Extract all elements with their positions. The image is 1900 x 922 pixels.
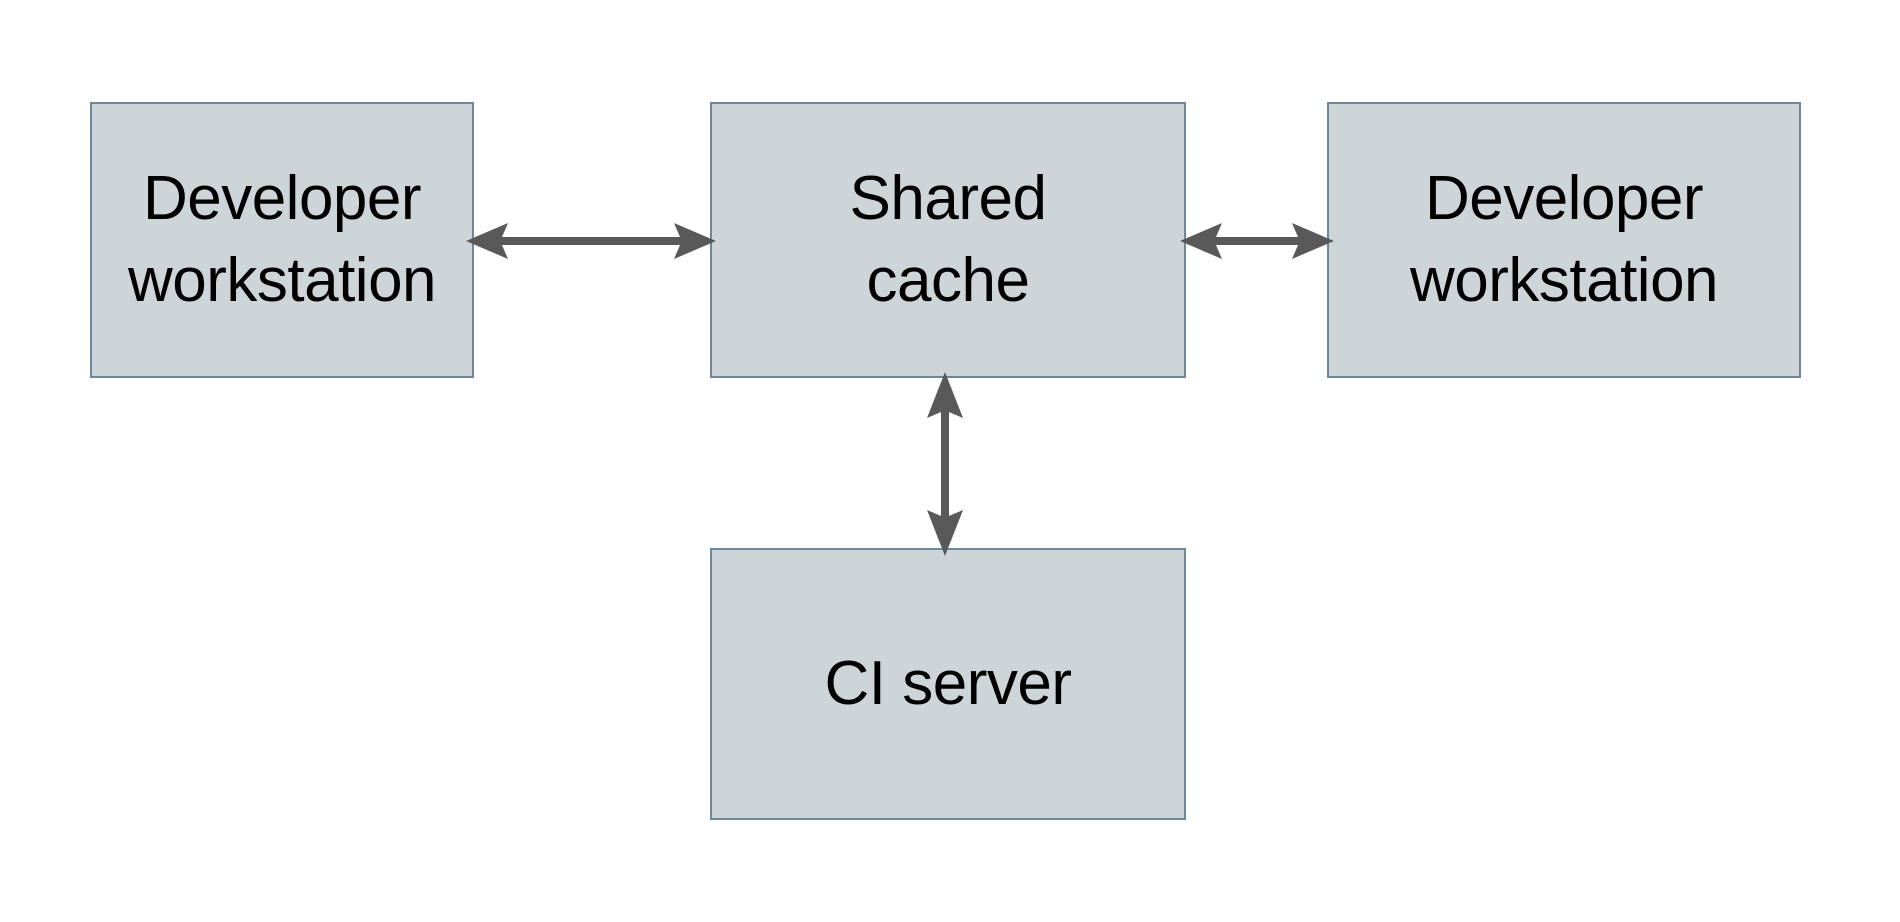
edge-shared-cache-to-ci-server-arrow bbox=[927, 372, 963, 556]
edge-shared-cache-to-dev-right-arrow bbox=[1180, 223, 1334, 259]
node-developer-workstation-left[interactable]: Developer workstation bbox=[90, 102, 474, 378]
node-developer-workstation-right[interactable]: Developer workstation bbox=[1327, 102, 1801, 378]
node-shared-cache[interactable]: Shared cache bbox=[710, 102, 1186, 378]
node-ci-server[interactable]: CI server bbox=[710, 548, 1186, 820]
edge-dev-left-to-shared-cache-arrow bbox=[466, 223, 716, 259]
